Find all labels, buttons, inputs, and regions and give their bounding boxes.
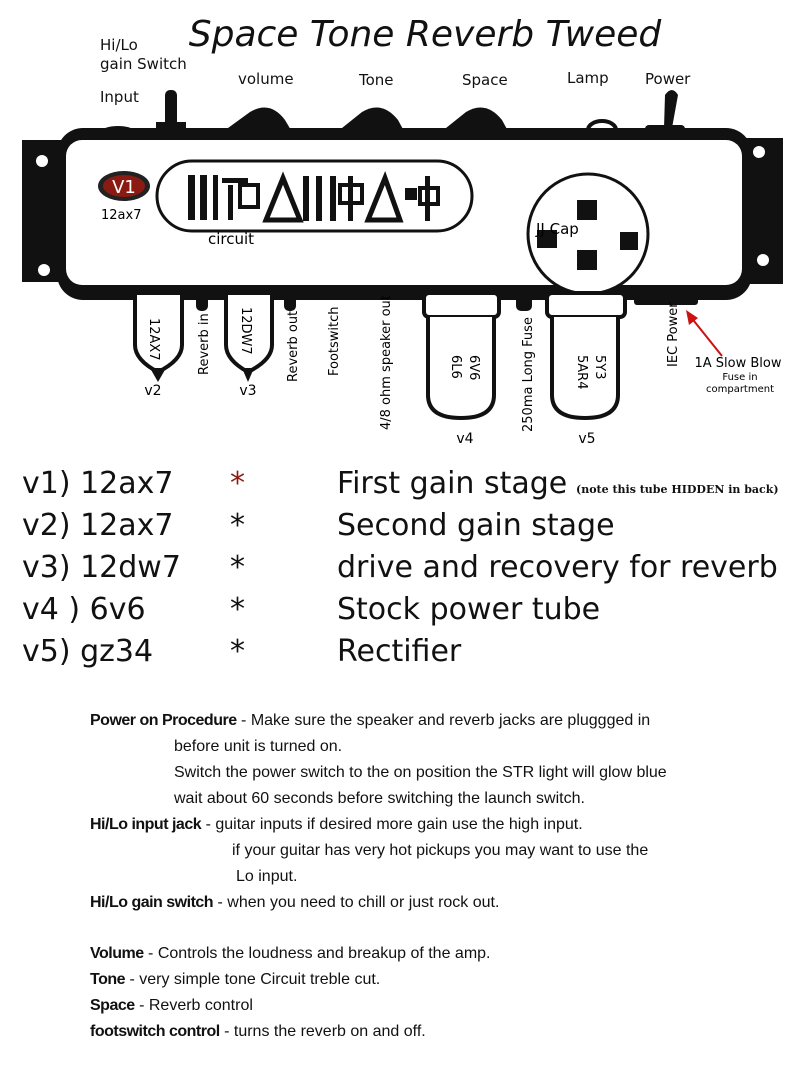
instruction-line: Hi/Lo gain switch - when you need to chi…: [90, 894, 499, 912]
instruction-line: footswitch control - turns the reverb on…: [90, 1023, 426, 1041]
tube-mark: *: [230, 634, 245, 669]
v4-label: v4: [456, 431, 473, 447]
v2-label: v2: [144, 383, 161, 399]
tube-id: v3) 12dw7: [22, 550, 181, 585]
hilo-label: Hi/Lo: [100, 36, 138, 54]
instruction-heading: Space: [90, 997, 135, 1014]
amp-chassis-diagram: V1 12ax7 circuit JJ Cap 12AX7 Reverb in …: [22, 90, 783, 447]
tone-label: Tone: [359, 71, 394, 89]
instruction-heading: Tone: [90, 971, 126, 988]
compartment-label: compartment: [706, 384, 774, 395]
speaker-out-label: 4/8 ohm speaker out: [379, 295, 394, 430]
v5-tube-label-b: 5AR4: [574, 355, 589, 389]
v2-tube-label: 12AX7: [146, 318, 161, 361]
v3-tube: [224, 295, 274, 382]
mount-hole-icon: [36, 155, 48, 167]
fuse-holder-icon: [516, 293, 532, 311]
v5-tube-label-a: 5Y3: [592, 355, 607, 379]
tube-mark: *: [230, 550, 245, 585]
instruction-heading: Hi/Lo gain switch: [90, 894, 214, 911]
arrow-icon: [686, 310, 723, 357]
tube-desc: Rectifier: [337, 634, 462, 669]
reverb-in-label: Reverb in: [197, 313, 212, 375]
instruction-heading: Volume: [90, 945, 144, 962]
v5-label: v5: [578, 431, 595, 447]
instruction-line: if your guitar has very hot pickups you …: [232, 842, 649, 859]
slow-blow-label: 1A Slow Blow: [695, 356, 782, 371]
reverb-in-jack-icon: [196, 295, 208, 311]
mount-hole-icon: [757, 254, 769, 266]
v4-tube-label-b: 6L6: [448, 355, 463, 379]
space-label: Space: [462, 71, 508, 89]
instruction-line: Switch the power switch to the on positi…: [174, 764, 667, 781]
mount-hole-icon: [38, 264, 50, 276]
instruction-line: wait about 60 seconds before switching t…: [174, 790, 585, 807]
instruction-line: Space - Reverb control: [90, 997, 253, 1015]
instruction-text: - when you need to chill or just rock ou…: [213, 894, 500, 911]
tube-desc: First gain stage: [337, 466, 568, 501]
footswitch-label: Footswitch: [327, 306, 342, 376]
v5-tube: [545, 291, 627, 421]
instruction-heading: Hi/Lo input jack: [90, 816, 202, 833]
volume-label: volume: [238, 70, 294, 88]
iec-power-label: IEC Power: [666, 302, 681, 367]
power-label: Power: [645, 70, 691, 88]
v1-badge-text: V1: [112, 177, 136, 198]
instruction-line: Hi/Lo input jack - guitar inputs if desi…: [90, 816, 583, 834]
v3-tube-label: 12DW7: [238, 307, 253, 355]
tube-mark: *: [230, 466, 245, 501]
jj-cap-label: JJ Cap: [535, 220, 579, 238]
reverb-out-jack-icon: [284, 295, 296, 311]
gain-switch-label: gain Switch: [100, 55, 187, 73]
diagram-title: Space Tone Reverb Tweed: [188, 14, 662, 55]
instruction-text: - very simple tone Circuit treble cut.: [125, 971, 381, 988]
instruction-line: Power on Procedure - Make sure the speak…: [90, 712, 650, 730]
instruction-line: Volume - Controls the loudness and break…: [90, 945, 490, 963]
tube-mark: *: [230, 508, 245, 543]
instruction-line: Lo input.: [236, 868, 298, 885]
tube-note: (note this tube HIDDEN in back): [576, 483, 779, 496]
fuse-in-label: Fuse in: [722, 372, 757, 383]
gain-switch-icon: [156, 90, 186, 132]
tube-desc: Second gain stage: [337, 508, 615, 543]
v4-tube-label-a: 6V6: [466, 355, 481, 380]
mount-hole-icon: [753, 146, 765, 158]
instruction-text: - turns the reverb on and off.: [219, 1023, 426, 1040]
instruction-text: - Make sure the speaker and reverb jacks…: [236, 712, 651, 729]
tube-mark: *: [230, 592, 245, 627]
instruction-text: - Reverb control: [134, 997, 253, 1014]
lamp-label: Lamp: [567, 69, 609, 87]
fuse-label: 250ma Long Fuse: [521, 317, 536, 432]
v1-type-label: 12ax7: [101, 208, 141, 223]
reverb-out-label: Reverb out: [286, 311, 301, 382]
iec-socket-icon: [634, 293, 698, 305]
tube-desc: drive and recovery for reverb: [337, 550, 778, 585]
tube-id: v1) 12ax7: [22, 466, 174, 501]
circuit-components-icon: [188, 170, 440, 223]
tube-id: v5) gz34: [22, 634, 154, 669]
instruction-text: - Controls the loudness and breakup of t…: [143, 945, 491, 962]
input-label: Input: [100, 88, 139, 106]
instruction-heading: Power on Procedure: [90, 712, 237, 729]
v2-tube: [133, 295, 184, 382]
instruction-heading: footswitch control: [90, 1023, 220, 1040]
tube-desc: Stock power tube: [337, 592, 601, 627]
tube-id: v2) 12ax7: [22, 508, 174, 543]
instruction-text: - guitar inputs if desired more gain use…: [201, 816, 583, 833]
v4-tube: [422, 291, 501, 421]
circuit-label: circuit: [208, 230, 254, 248]
instruction-line: before unit is turned on.: [174, 738, 343, 755]
tube-id: v4 ) 6v6: [22, 592, 146, 627]
v3-label: v3: [239, 383, 256, 399]
instruction-line: Tone - very simple tone Circuit treble c…: [90, 971, 380, 989]
